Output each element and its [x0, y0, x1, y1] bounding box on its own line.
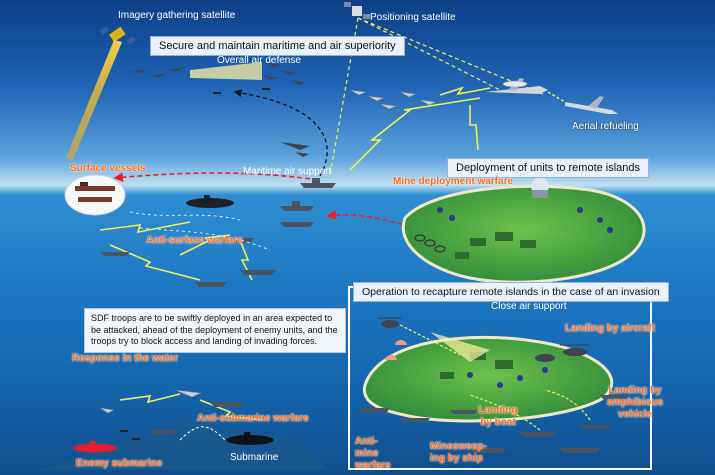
recapture-box: Operation to recapture remote islands in… [353, 282, 669, 302]
imagery-satellite-icon [99, 26, 136, 45]
helicopter-icons [378, 317, 590, 362]
awacs-aircraft-icon [485, 78, 548, 94]
mine-deployment-label: Mine deployment warfare [393, 176, 514, 187]
close-air-support-beam [430, 332, 490, 362]
air-defense-beam [190, 62, 262, 80]
underwater-seabed [40, 420, 330, 470]
asw-dashed-path [179, 426, 226, 441]
aerial-refueling-label: Aerial refueling [572, 121, 639, 132]
surface-vessels-label: Surface vessels [70, 163, 146, 174]
positioning-satellite-icon [344, 2, 370, 19]
enemy-submarine-icon [73, 441, 117, 453]
landing-by-aircraft-label: Landing by aircraft [565, 323, 656, 334]
landing-route-lines [399, 324, 591, 431]
tanker-aircraft-icon [565, 96, 618, 114]
minesweeping-label: Minesweep-ing by ship [430, 441, 487, 464]
anti-submarine-warfare-label: Anti-submarine warfare [197, 413, 309, 424]
overall-air-defense-label: Overall air defense [217, 55, 301, 66]
maritime-support-arrow [233, 89, 328, 177]
submarine-surface-icon [186, 195, 234, 208]
fighter-group-center [349, 89, 437, 110]
asw-aircraft-icons [99, 389, 202, 414]
maritime-air-support-label: Maritime air support [243, 166, 332, 177]
deployment-box: Deployment of units to remote islands [447, 158, 650, 178]
surface-vessels-callout [64, 174, 126, 216]
close-air-support-label: Close air support [491, 301, 567, 312]
communication-links [99, 86, 491, 421]
missile-icons [213, 88, 270, 94]
fighter-group-air-defense [130, 62, 306, 85]
info-text-box: SDF troops are to be swiftly deployed in… [84, 308, 346, 353]
parachute-icons [385, 340, 407, 360]
landing-amphibious-label: Landing by amphibious vehicle [606, 385, 664, 420]
positioning-satellite-label: Positioning satellite [370, 12, 456, 23]
refuel-link [547, 91, 566, 103]
dashed-route-lines [129, 211, 271, 251]
imagery-beam [66, 40, 122, 160]
response-in-water-label: Response in the water [72, 353, 179, 364]
superiority-box: Secure and maintain maritime and air sup… [150, 36, 405, 56]
landing-craft-icons [360, 395, 628, 453]
patrol-aircraft-icon [280, 142, 310, 157]
enemy-submarine-label: Enemy submarine [76, 458, 163, 469]
landing-boat-label: Landing by boat [478, 405, 518, 428]
anti-surface-warfare-label: Anti-surface warfare [146, 235, 243, 246]
torpedo-icons [120, 430, 140, 440]
remote-island-deployment [401, 177, 646, 284]
anti-mine-label: Anti-mine warfare [355, 436, 391, 471]
imagery-satellite-label: Imagery gathering satellite [118, 10, 236, 21]
warship-icons [100, 178, 336, 287]
submarine-icon [226, 432, 274, 445]
submarine-label: Submarine [230, 452, 279, 463]
asw-ship-icons [150, 402, 244, 434]
